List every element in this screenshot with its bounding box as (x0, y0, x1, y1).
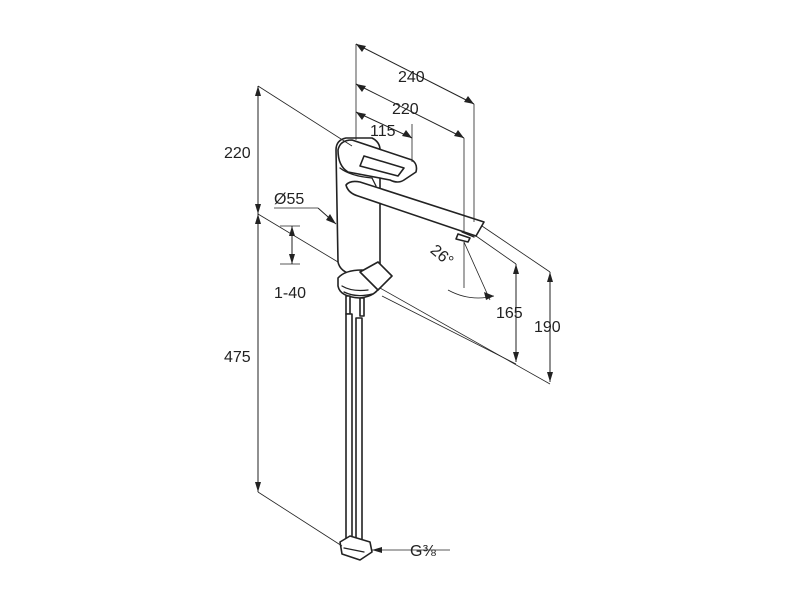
dim-115: 115 (370, 123, 396, 140)
dim-thread: G⅜ (410, 543, 436, 560)
dim-diameter: Ø55 (274, 191, 304, 208)
dim-angle: 26° (427, 242, 456, 271)
dimension-labels: 240 220 115 220 Ø55 1-40 475 165 190 26°… (224, 69, 561, 560)
dim-475: 475 (224, 349, 251, 366)
faucet-body (335, 137, 485, 561)
dimension-lines (257, 43, 551, 551)
dim-adjust-range: 1-40 (274, 285, 306, 302)
dim-220-height: 220 (224, 145, 251, 162)
dim-240: 240 (398, 69, 425, 86)
dim-165: 165 (496, 305, 523, 322)
dim-190: 190 (534, 319, 561, 336)
dim-220-spout: 220 (392, 101, 419, 118)
arrowheads (255, 44, 553, 553)
